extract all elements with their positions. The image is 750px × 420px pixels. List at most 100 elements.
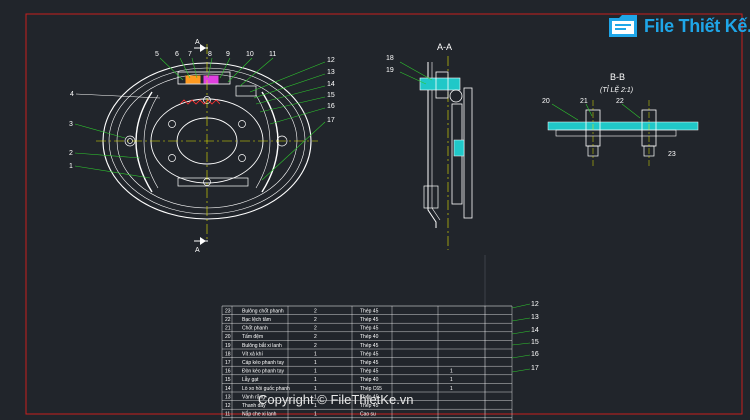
- bom-row: 16 Đòn kéo phanh tay 1 Thép 45 1: [225, 369, 453, 375]
- bom-cell-mat: Thép 45: [360, 317, 379, 323]
- bom-cell-mat: Thép 45: [360, 394, 379, 400]
- cut-mark-a-bottom: A: [195, 247, 200, 254]
- balloon-16: 16: [327, 103, 335, 110]
- bom-cell-name: Bulông bắt xi lanh: [242, 342, 282, 349]
- main-view-balloons: 1 2 3 4 5 6 7 8 9 10 11 12 13 14 15 16 1…: [69, 39, 335, 254]
- bom-balloon-16: 16: [531, 351, 539, 358]
- bom-cell-no: 17: [225, 360, 231, 366]
- balloon-7: 7: [188, 51, 192, 58]
- bom-cell-no: 22: [225, 317, 231, 323]
- bom-cell-name: Vành răng: [242, 394, 265, 400]
- bom-row: 21 Chốt phanh 2 Thép 45: [225, 326, 379, 332]
- balloon-14: 14: [327, 81, 335, 88]
- balloon-1: 1: [69, 163, 73, 170]
- bom-row: 20 Tấm đệm 2 Thép 40: [225, 334, 379, 340]
- bom-cell-no: 21: [225, 326, 231, 332]
- bom-cell-mat: Thép C65: [360, 386, 382, 392]
- bom-cell-name: Cáp kéo phanh tay: [242, 360, 284, 366]
- bom-cell-qty: 1: [314, 412, 317, 418]
- bom-side-balloons: 12 13 14 15 16 17: [511, 301, 539, 373]
- bom-row: 19 Bulông bắt xi lanh 2 Thép 45: [225, 342, 379, 349]
- bom-cell-name: Vít xả khí: [242, 351, 263, 357]
- bom-row: 18 Vít xả khí 1 Thép 45: [225, 351, 379, 357]
- bom-row: 23 Bulông chốt phanh 2 Thép 45: [225, 308, 379, 314]
- bom-cell-no: 16: [225, 369, 231, 375]
- bom-cell-qty: 1: [314, 360, 317, 366]
- bom-cell-qty: 2: [314, 326, 317, 332]
- balloon-23: 23: [668, 151, 676, 158]
- bom-balloon-17: 17: [531, 365, 539, 372]
- section-aa-view: A-A 18 19: [386, 42, 473, 250]
- bom-cell-note: 1: [450, 369, 453, 375]
- section-aa-title: A-A: [437, 42, 452, 52]
- bom-cell-mat: Thép 40: [360, 334, 379, 340]
- bom-cell-no: 15: [225, 377, 231, 383]
- bom-cell-name: Bulông chốt phanh: [242, 308, 284, 314]
- bom-row: 11 Nắp che xi lanh 1 Cao su: [225, 411, 376, 418]
- section-bb-title: B-B: [610, 72, 625, 82]
- balloon-15: 15: [327, 92, 335, 99]
- bom-cell-mat: Cao su: [360, 412, 376, 418]
- bom-cell-mat: Thép 45: [360, 308, 379, 314]
- bom-cell-qty: 2: [314, 334, 317, 340]
- balloon-19: 19: [386, 67, 394, 74]
- bom-balloon-12: 12: [531, 301, 539, 308]
- bom-cell-mat: Thép 45: [360, 360, 379, 366]
- bom-cell-no: 19: [225, 343, 231, 349]
- balloon-10: 10: [246, 51, 254, 58]
- bom-cell-name: Đòn kéo phanh tay: [242, 369, 284, 375]
- section-bb-view: B-B (TỈ LỆ 2:1) 20 21 22 23: [542, 72, 699, 166]
- bom-balloon-13: 13: [531, 314, 539, 321]
- balloon-18: 18: [386, 55, 394, 62]
- bom-cell-qty: 2: [314, 317, 317, 323]
- bom-cell-qty: 2: [314, 343, 317, 349]
- bom-cell-mat: Thép 45: [360, 369, 379, 375]
- bom-cell-name: Nắp che xi lanh: [242, 411, 277, 418]
- balloon-2: 2: [69, 150, 73, 157]
- bom-cell-no: 11: [225, 412, 230, 418]
- file-folder-icon: [609, 15, 637, 37]
- bom-cell-qty: 2: [314, 308, 317, 314]
- bom-cell-no: 13: [225, 394, 231, 400]
- bom-cell-qty: 1: [314, 369, 317, 375]
- drawing-frame: [25, 13, 743, 415]
- bom-balloon-15: 15: [531, 339, 539, 346]
- bom-cell-qty: 1: [314, 377, 317, 383]
- bom-cell-name: Lò xo hồi guốc phanh: [242, 386, 290, 392]
- balloon-4: 4: [70, 91, 74, 98]
- balloon-22: 22: [616, 98, 624, 105]
- bom-cell-name: Chốt phanh: [242, 326, 268, 332]
- main-view: [96, 44, 318, 245]
- bom-cell-mat: Thép 45: [360, 351, 379, 357]
- bom-balloon-14: 14: [531, 327, 539, 334]
- bom-cell-no: 23: [225, 308, 231, 314]
- bom-cell-note: 1: [450, 386, 453, 392]
- bom-cell-name: Lẫy gạt: [242, 376, 259, 383]
- site-logo[interactable]: File Thiết Kế.vn: [606, 8, 750, 44]
- bom-cell-no: 20: [225, 334, 231, 340]
- balloon-21: 21: [580, 98, 588, 105]
- balloon-5: 5: [155, 51, 159, 58]
- balloon-3: 3: [69, 121, 73, 128]
- bom-cell-name: Thanh đẩy: [242, 402, 266, 409]
- bom-cell-no: 18: [225, 351, 231, 357]
- bom-cell-no: 12: [225, 403, 231, 409]
- bom-cell-qty: 1: [314, 386, 317, 392]
- return-spring: [179, 99, 221, 105]
- balloon-20: 20: [542, 98, 550, 105]
- balloon-6: 6: [175, 51, 179, 58]
- bom-cell-mat: Thép 45: [360, 326, 379, 332]
- bom-cell-mat: Thép 45: [360, 343, 379, 349]
- bom-cell-qty: 1: [314, 403, 317, 409]
- balloon-11: 11: [269, 51, 276, 58]
- bom-cell-mat: Thép 40: [360, 377, 379, 383]
- section-bb-scale: (TỈ LỆ 2:1): [600, 85, 633, 94]
- balloon-13: 13: [327, 69, 335, 76]
- bom-cell-name: Tấm đệm: [242, 334, 263, 340]
- bom-cell-qty: 1: [314, 351, 317, 357]
